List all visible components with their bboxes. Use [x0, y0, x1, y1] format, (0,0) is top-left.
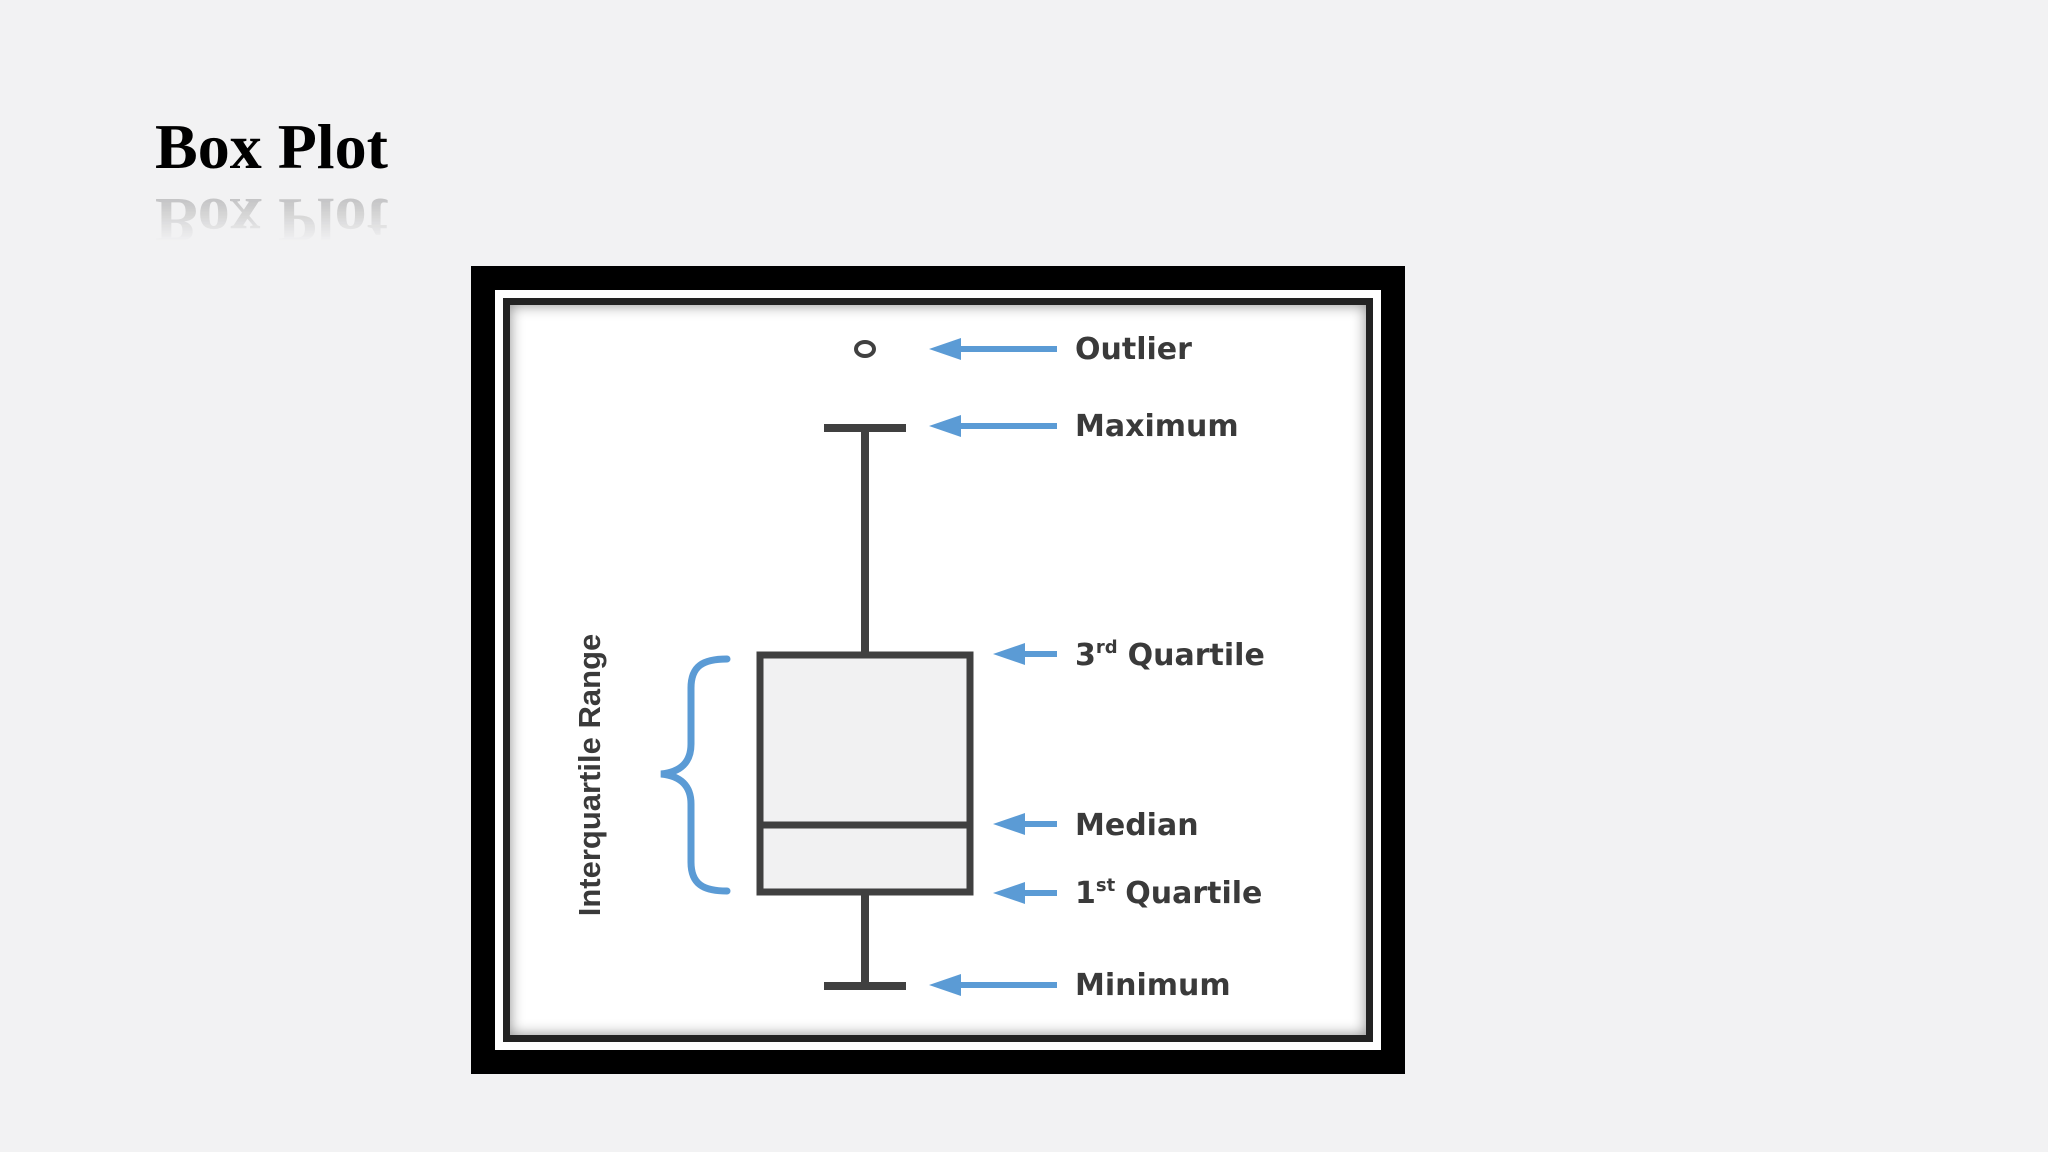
arrow-maximum [929, 415, 1057, 437]
label-maximum: Maximum [1075, 409, 1239, 444]
iqr-brace [660, 655, 731, 895]
slide-title: Box Plot [155, 111, 388, 182]
arrow-minimum [929, 974, 1057, 996]
label-outlier: Outlier [1075, 332, 1192, 367]
arrow-outlier [929, 338, 1057, 360]
outlier-point [854, 340, 876, 358]
arrow-first-quartile [993, 882, 1057, 904]
iqr-box [756, 651, 974, 896]
label-minimum: Minimum [1075, 968, 1231, 1003]
label-median: Median [1075, 808, 1199, 843]
diagram-frame: Interquartile Range Outlier Maximum [471, 266, 1405, 1074]
arrow-third-quartile [993, 643, 1057, 665]
arrow-median [993, 813, 1057, 835]
box-plot-diagram: Interquartile Range Outlier Maximum [572, 332, 1265, 1003]
slide-title-reflection: Box Plot [155, 185, 388, 256]
iqr-label: Interquartile Range [572, 634, 607, 917]
